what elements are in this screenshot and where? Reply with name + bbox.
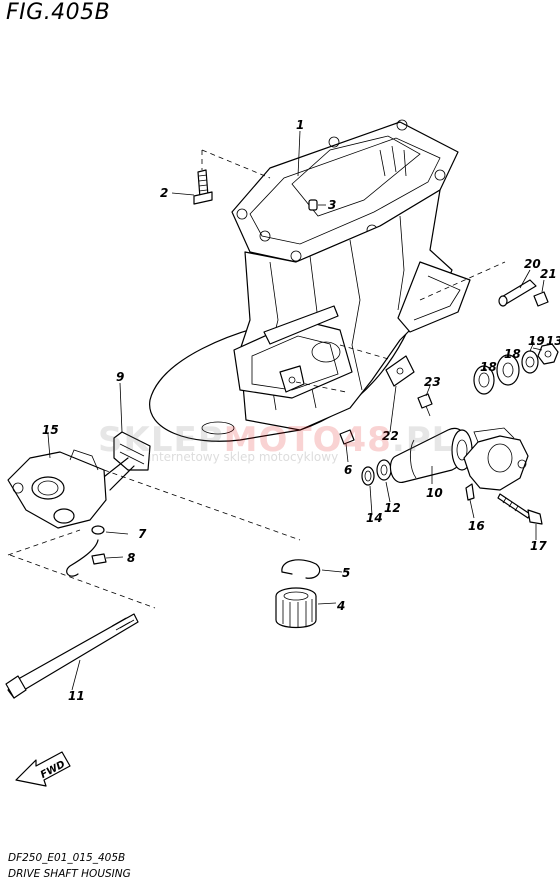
callout-20: 20	[524, 257, 541, 271]
washer-7[interactable]	[91, 525, 105, 535]
plate-alignment-line	[339, 344, 393, 361]
callout-23: 23	[424, 375, 441, 389]
stud-11[interactable]	[5, 613, 139, 699]
callout-2: 2	[160, 186, 168, 200]
watermark-brand-accent: MOTO48	[223, 420, 392, 460]
screw-21[interactable]	[533, 291, 549, 307]
washer-14[interactable]	[361, 466, 375, 486]
watermark-brand-plain: SKLEP	[98, 420, 224, 460]
callout-7: 7	[138, 527, 147, 541]
stud-alignment-line	[9, 554, 156, 609]
circlip-5[interactable]	[281, 559, 321, 579]
callout-19: 19	[528, 334, 545, 348]
bolt-17[interactable]	[497, 493, 543, 525]
callout-13: 13	[546, 334, 560, 348]
clamp-bracket-15[interactable]	[7, 449, 107, 529]
callout-21: 21	[540, 267, 557, 281]
pin-alignment-line	[419, 261, 506, 301]
callout-5: 5	[342, 566, 350, 580]
leader-lines	[47, 130, 545, 691]
callout-12: 12	[384, 501, 401, 515]
figure-code: DF250_E01_015_405B	[8, 852, 126, 864]
ground-wire	[66, 539, 99, 577]
nut-8[interactable]	[91, 553, 107, 565]
bolt-6[interactable]	[339, 429, 355, 445]
callout-3: 3	[328, 198, 336, 212]
callout-17: 17	[530, 539, 547, 553]
bolt-2-alignment	[201, 149, 271, 179]
callout-labels: 1 2 3 4 5 6 7 8 9 10 11 12 13 14 15 16 1…	[42, 118, 560, 703]
bolt-2[interactable]	[193, 169, 213, 205]
washer-12[interactable]	[376, 459, 392, 481]
callout-4: 4	[336, 599, 345, 613]
callout-11: 11	[68, 689, 85, 703]
screw-23[interactable]	[417, 393, 433, 417]
bracket-alignment-left	[7, 529, 81, 556]
watermark-brand-tail: .PL	[391, 420, 455, 460]
callout-8: 8	[127, 551, 135, 565]
callout-18-a: 18	[480, 360, 497, 374]
pin-20[interactable]	[498, 279, 537, 307]
callout-18-b: 18	[504, 347, 521, 361]
nut-13[interactable]	[537, 343, 559, 365]
callout-1: 1	[296, 118, 304, 132]
forward-arrow-icon: FWD	[15, 751, 71, 787]
plate-22[interactable]	[385, 355, 415, 387]
callout-15: 15	[42, 423, 59, 437]
mount-bracket-16[interactable]	[463, 427, 529, 501]
watermark-tagline: internetowy sklep motocyklowy	[148, 450, 339, 464]
bushing-4[interactable]	[275, 587, 317, 629]
drive-shaft-housing[interactable]	[231, 119, 471, 431]
watermark-brand: SKLEPMOTO48.PL	[98, 420, 454, 460]
figure-title: FIG.405B	[6, 0, 111, 25]
callout-9: 9	[116, 370, 124, 384]
washer-19[interactable]	[521, 350, 539, 374]
figure-name: DRIVE SHAFT HOUSING	[8, 868, 131, 880]
callout-22: 22	[382, 429, 399, 443]
callout-14: 14	[366, 511, 383, 525]
bracket-alignment-line	[103, 469, 301, 541]
callout-10: 10	[426, 486, 443, 500]
callout-16: 16	[468, 519, 485, 533]
callout-6: 6	[344, 463, 352, 477]
